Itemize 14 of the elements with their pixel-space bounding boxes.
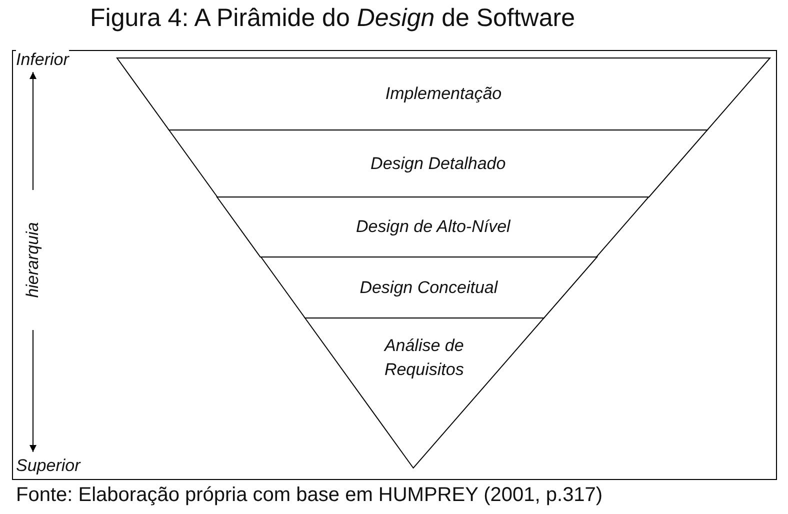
layer-label: Design de Alto-Nível (356, 216, 510, 238)
pyramid-layer (168, 130, 708, 197)
layer-label: Design Conceitual (360, 276, 498, 298)
figure-caption: Fonte: Elaboração própria com base em HUMPREY (2001, p.317) (16, 484, 603, 507)
figure-title: Figura 4: A Pirâmide do Design de Software (90, 4, 575, 33)
axis-label: hierarquia (23, 222, 43, 298)
layer-label: Análise de Requisitos (382, 335, 465, 381)
axis-label: Superior (16, 456, 80, 476)
pyramid-layer (117, 58, 770, 130)
pyramid-layer (260, 257, 597, 318)
layer-label: Implementação (385, 83, 502, 105)
pyramid-layer (217, 197, 649, 257)
pyramid-layer (304, 318, 544, 468)
layer-label: Design Detalhado (370, 152, 506, 174)
